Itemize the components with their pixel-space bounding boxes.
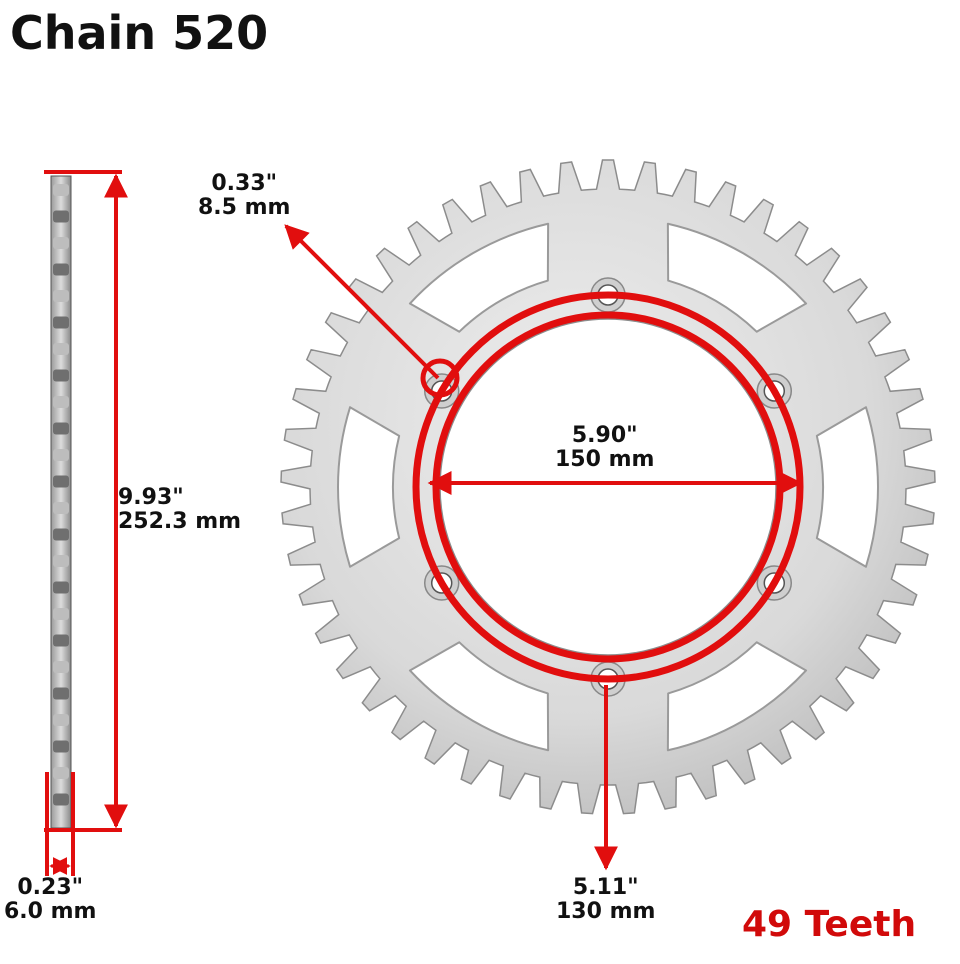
side-view-tooth	[53, 343, 69, 355]
bolt-hole-leader-arrow	[284, 224, 440, 380]
center-bore-mm: 150 mm	[555, 447, 655, 473]
bolt-circle-dimension-label: 5.11" 130 mm	[556, 875, 656, 925]
bolt-hole-dimension-label: 0.33" 8.5 mm	[198, 171, 291, 221]
side-view-tooth	[53, 422, 69, 435]
lightening-cutout	[408, 222, 550, 333]
center-bore-inch: 5.90"	[571, 423, 638, 448]
teeth-count-label: 49 Teeth	[742, 904, 917, 945]
bolt-circle-inch: 5.11"	[572, 875, 639, 900]
side-view-tooth	[53, 475, 69, 488]
side-view-teeth	[53, 184, 69, 806]
outer-diameter-inch: 9.93"	[118, 485, 184, 510]
side-view-tooth	[53, 210, 69, 223]
lightening-cutout	[666, 222, 808, 333]
thickness-mm: 6.0 mm	[4, 899, 97, 925]
outer-diameter-dimension-label: 9.93" 252.3 mm	[118, 485, 242, 535]
bolt-hole-highlight	[420, 358, 460, 398]
lightening-cutouts	[337, 222, 879, 752]
side-view-tooth	[53, 740, 69, 753]
side-view-tooth	[53, 449, 69, 461]
side-view-tooth	[53, 502, 69, 514]
side-view-tooth	[53, 316, 69, 329]
center-bore-dimension-label: 5.90" 150 mm	[555, 423, 655, 473]
side-view-tooth	[53, 767, 69, 779]
lightening-cutout	[666, 641, 808, 752]
side-view-tooth	[53, 369, 69, 382]
center-bore-ring	[432, 311, 784, 663]
sprocket-side-view	[50, 175, 72, 829]
side-view-tooth	[53, 714, 69, 726]
dimension-overlays	[44, 170, 804, 876]
thickness-dimension-label: 0.23" 6.0 mm	[4, 875, 97, 925]
side-view-tooth	[53, 396, 69, 408]
side-view-tooth	[53, 608, 69, 620]
side-view-tooth	[53, 263, 69, 276]
side-view-tooth	[53, 634, 69, 647]
outer-diameter-mm: 252.3 mm	[118, 509, 242, 535]
side-view-tooth	[53, 661, 69, 673]
side-view-tooth	[53, 555, 69, 567]
bolt-hole-inch: 0.33"	[211, 171, 278, 196]
side-view-tooth	[53, 528, 69, 541]
side-view-tooth	[53, 687, 69, 700]
lightening-cutout	[408, 641, 550, 752]
side-view-tooth	[53, 290, 69, 302]
side-view-tooth	[53, 793, 69, 806]
bolt-circle-ring	[412, 291, 804, 683]
bolt-circle-mm: 130 mm	[556, 899, 656, 925]
thickness-inch: 0.23"	[17, 875, 84, 900]
side-view-tooth	[53, 581, 69, 594]
page-title: Chain 520	[10, 6, 269, 60]
lightening-cutout	[337, 406, 401, 568]
lightening-cutout	[815, 406, 879, 568]
bolt-hole-mm: 8.5 mm	[198, 195, 291, 221]
side-view-tooth	[53, 184, 69, 196]
side-view-tooth	[53, 237, 69, 249]
